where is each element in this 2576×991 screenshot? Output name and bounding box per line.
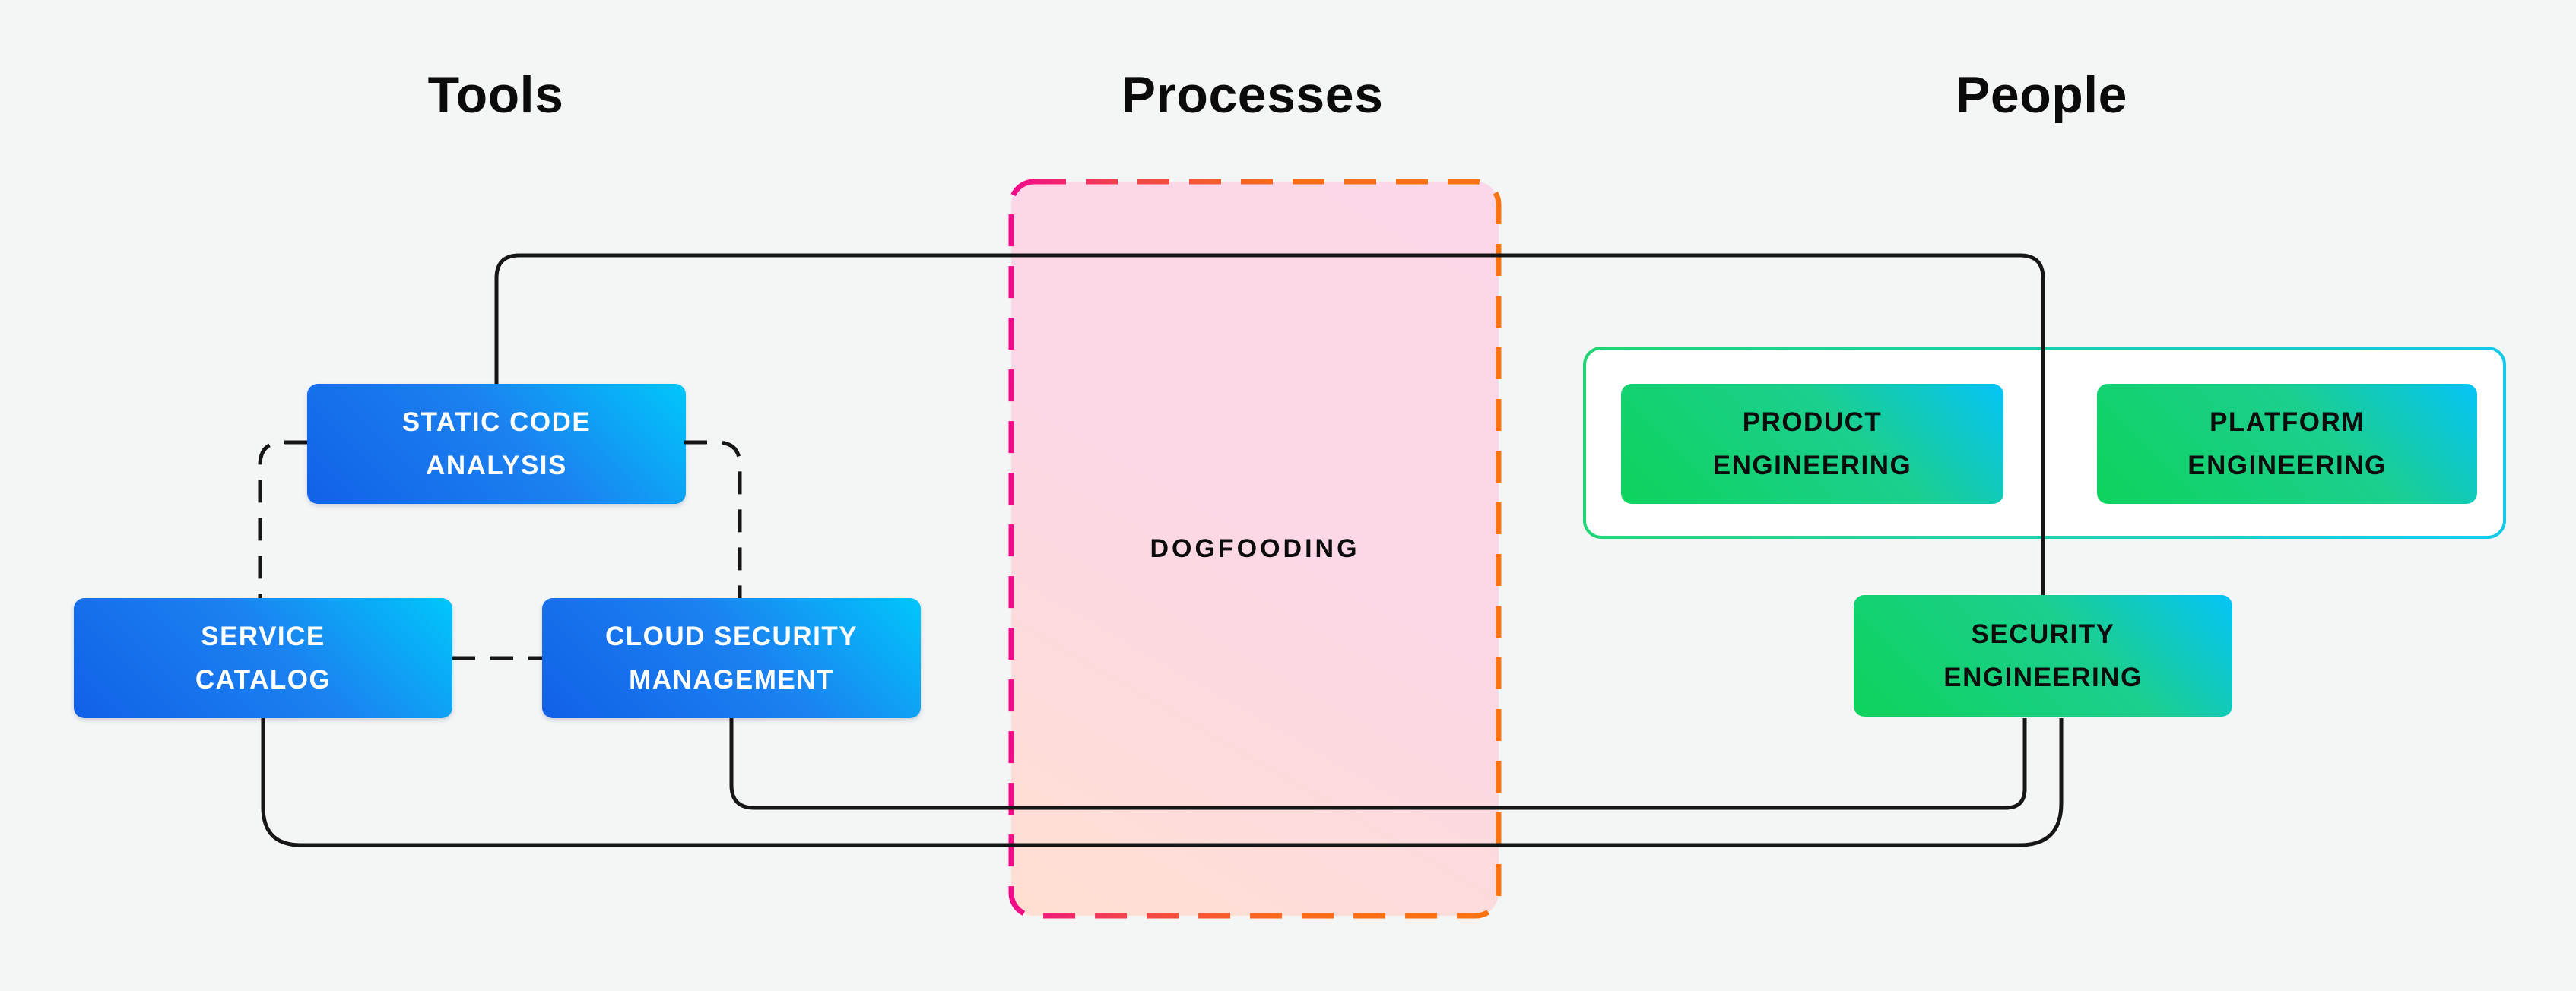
- connector-static-code-to-service-catalog: [258, 440, 307, 598]
- column-heading-tools: Tools: [427, 66, 564, 124]
- node-static-code-analysis: STATIC CODE ANALYSIS: [307, 384, 686, 504]
- node-cloud-security-management: CLOUD SECURITY MANAGEMENT: [542, 598, 921, 718]
- column-heading-processes: Processes: [1121, 66, 1384, 124]
- column-heading-people: People: [1956, 66, 2127, 124]
- node-security-engineering: SECURITY ENGINEERING: [1854, 595, 2232, 717]
- node-label: PLATFORM ENGINEERING: [2187, 407, 2387, 480]
- node-label: SERVICE CATALOG: [195, 622, 332, 695]
- process-zone-dogfooding: DOGFOODING: [1011, 182, 1499, 916]
- node-platform-engineering: PLATFORM ENGINEERING: [2097, 384, 2477, 504]
- node-label: CLOUD SECURITY MANAGEMENT: [604, 622, 858, 695]
- node-product-engineering: PRODUCT ENGINEERING: [1621, 384, 2003, 504]
- node-label: SECURITY ENGINEERING: [1943, 619, 2143, 692]
- process-zone-label: DOGFOODING: [1150, 533, 1360, 563]
- node-service-catalog: SERVICE CATALOG: [74, 598, 452, 718]
- connector-static-code-to-cloud-security: [684, 440, 742, 598]
- node-label: STATIC CODE ANALYSIS: [401, 407, 592, 480]
- node-label: PRODUCT ENGINEERING: [1712, 407, 1912, 480]
